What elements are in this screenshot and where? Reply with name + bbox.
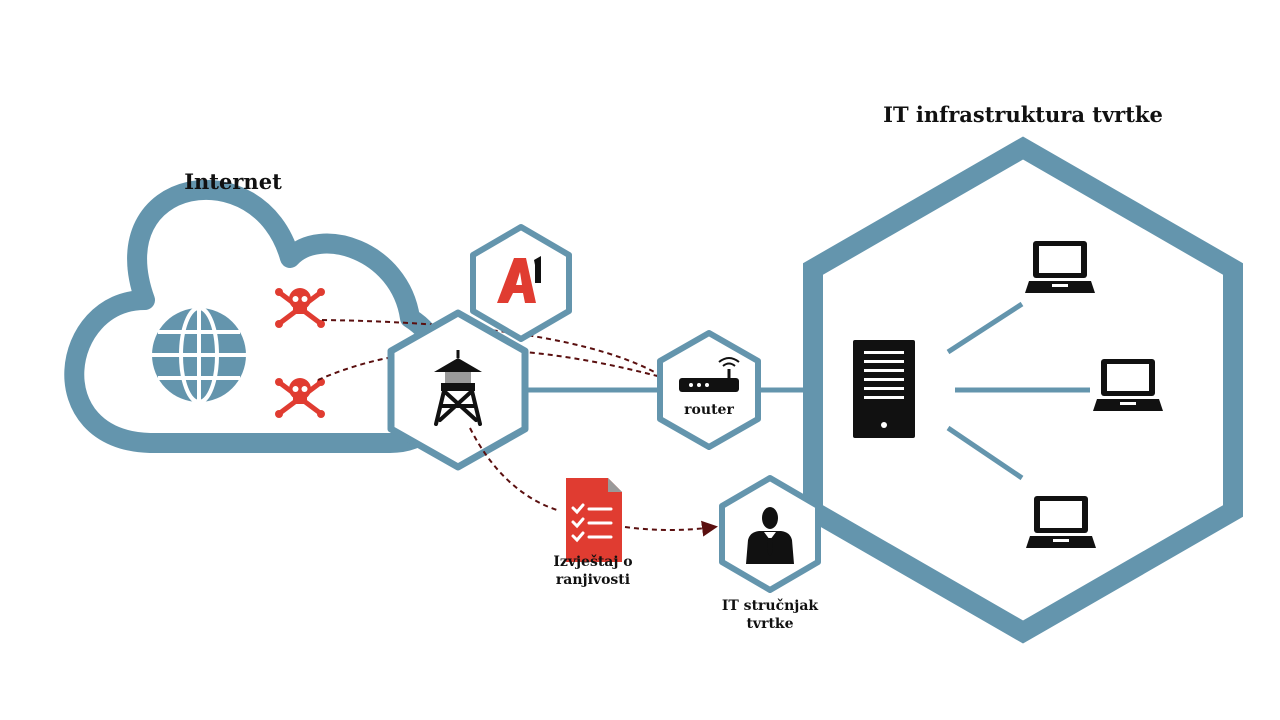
report-document-icon	[566, 478, 622, 562]
globe-icon	[152, 306, 246, 404]
a1-logo	[497, 256, 541, 303]
skull-crossbones-icon	[275, 288, 325, 328]
it-expert-label: IT stručnjak tvrtke	[702, 598, 838, 633]
report-label-line: Izvještaj o	[553, 554, 633, 570]
company-infrastructure-title: IT infrastruktura tvrtke	[883, 102, 1163, 127]
server-icon	[853, 340, 915, 438]
report-arrow	[624, 520, 718, 537]
report-label: Izvještaj o ranjivosti	[527, 554, 659, 589]
connection-line	[946, 425, 1024, 481]
threat-path	[321, 319, 666, 379]
watchtower-icon	[434, 350, 482, 426]
connection-line	[946, 301, 1024, 355]
it-expert-label-line: IT stručnjak	[721, 598, 819, 614]
laptop-icon	[1093, 359, 1163, 411]
laptop-icon	[1025, 241, 1095, 293]
skull-crossbones-icon	[275, 378, 325, 418]
report-path	[469, 427, 558, 511]
router-label: router	[684, 402, 734, 418]
internet-label: Internet	[184, 169, 282, 194]
laptop-icon	[1026, 496, 1096, 548]
it-expert-label-line: tvrtke	[746, 615, 794, 632]
provider-hexagon	[470, 224, 572, 342]
person-suit-icon	[746, 507, 794, 564]
router-icon	[679, 357, 740, 392]
report-label-line: ranjivosti	[555, 571, 631, 588]
